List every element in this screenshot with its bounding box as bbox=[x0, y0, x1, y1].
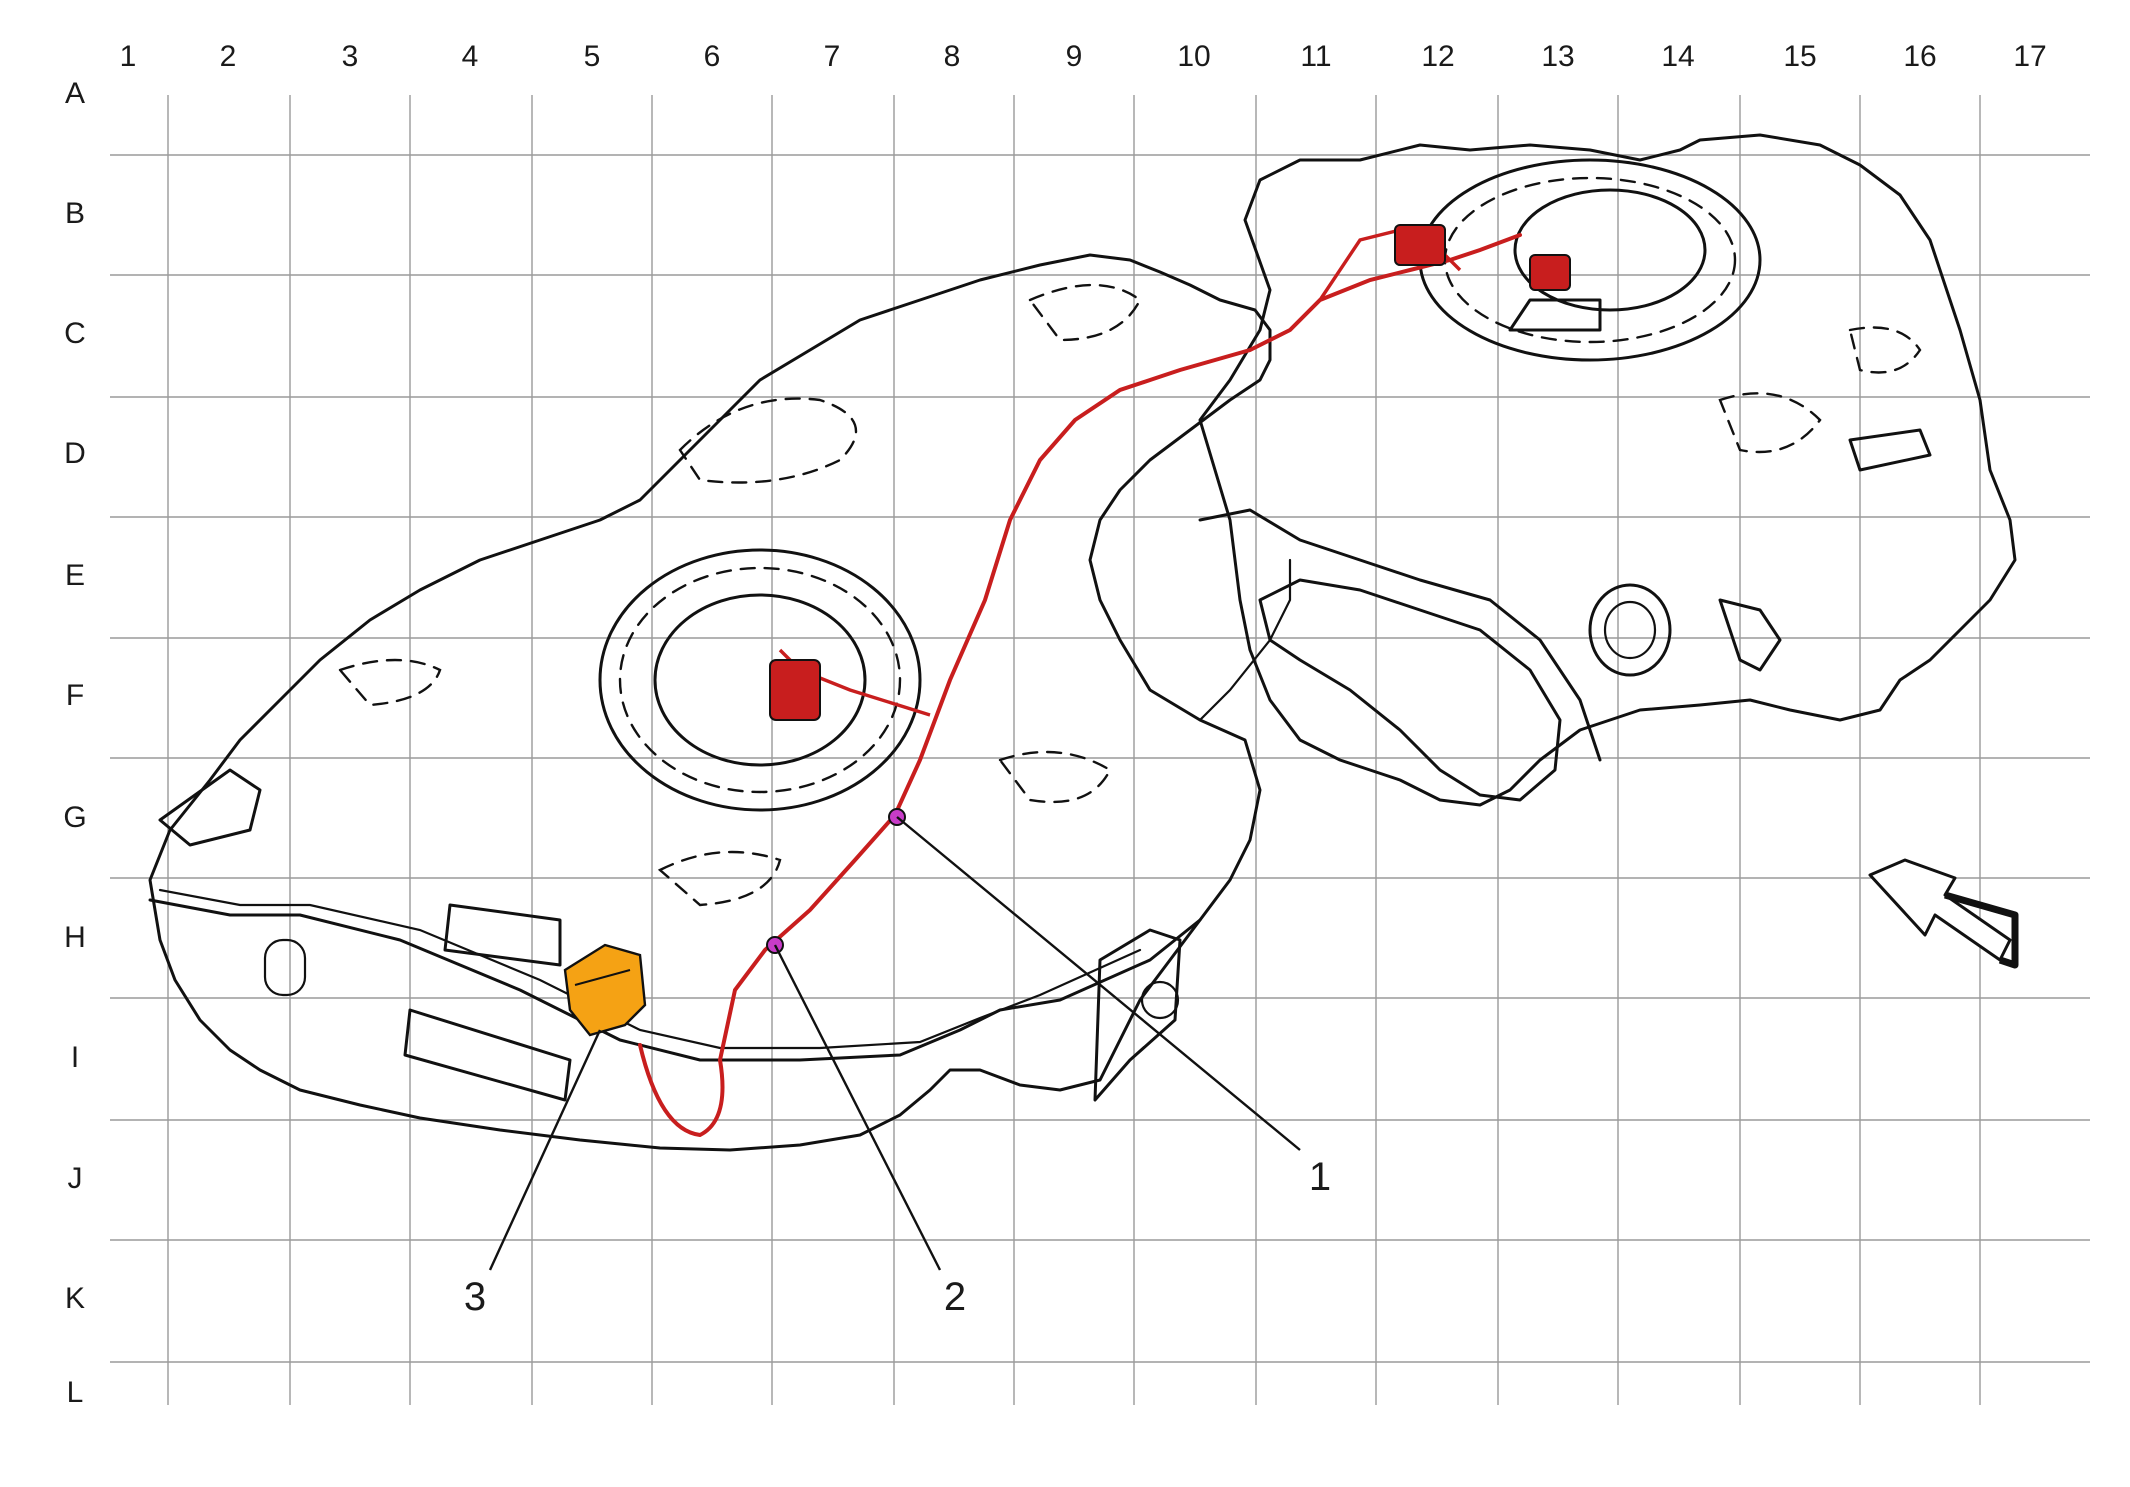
oval-mark bbox=[263, 938, 307, 997]
column-label: 6 bbox=[704, 40, 721, 73]
front-pump-connector bbox=[769, 659, 821, 721]
row-label: D bbox=[64, 437, 86, 470]
rear-harness-connector-a bbox=[1394, 224, 1446, 266]
row-label: F bbox=[66, 679, 84, 712]
connector-3 bbox=[563, 943, 647, 1037]
callout-leader-line bbox=[896, 816, 1301, 1151]
tank-strap-channel bbox=[1258, 578, 1562, 802]
wiring-harness bbox=[638, 224, 1571, 1138]
tank-main-body bbox=[148, 253, 1272, 1152]
row-label: K bbox=[65, 1282, 85, 1315]
tank-seam-upper bbox=[158, 888, 1142, 1050]
row-label: C bbox=[64, 317, 86, 350]
rear-nipple bbox=[1718, 598, 1782, 672]
column-label: 17 bbox=[2013, 40, 2046, 73]
label-plate-1 bbox=[443, 903, 562, 967]
column-label: 11 bbox=[1300, 40, 1331, 73]
rear-pump-ring-dash bbox=[1443, 176, 1737, 344]
recess-2 bbox=[1028, 283, 1142, 342]
tank-saddle-seam bbox=[1198, 508, 1602, 762]
column-label: 5 bbox=[584, 40, 601, 73]
front-pump-ring-inner bbox=[653, 593, 867, 767]
recess-3 bbox=[337, 658, 442, 707]
front-pump-ring-outer bbox=[598, 548, 922, 812]
column-label: 13 bbox=[1541, 40, 1574, 73]
column-label: 10 bbox=[1177, 40, 1210, 73]
column-label: 12 bbox=[1421, 40, 1454, 73]
recess-5 bbox=[998, 750, 1112, 804]
mount-tab-left bbox=[158, 768, 262, 847]
callout-number: 2 bbox=[944, 1275, 966, 1319]
row-label: J bbox=[68, 1162, 83, 1195]
column-label: 16 bbox=[1903, 40, 1936, 73]
forward-direction-arrow-icon bbox=[1868, 858, 2019, 969]
row-label: L bbox=[67, 1376, 84, 1409]
filler-neck bbox=[1588, 583, 1672, 677]
callout-number: 1 bbox=[1309, 1155, 1331, 1199]
column-label: 2 bbox=[220, 40, 237, 73]
tank-seam-lower bbox=[148, 898, 1202, 1062]
tank-saddle-edge bbox=[1198, 558, 1292, 722]
column-label: 14 bbox=[1661, 40, 1694, 73]
row-label: A bbox=[65, 77, 85, 110]
bracket-hole bbox=[1140, 980, 1180, 1020]
harness-main-run bbox=[638, 233, 1522, 1138]
column-label: 4 bbox=[462, 40, 479, 73]
callout-leader-line bbox=[773, 944, 942, 1271]
row-label: I bbox=[71, 1041, 79, 1074]
column-label: 15 bbox=[1783, 40, 1816, 73]
mount-bracket-lower bbox=[1093, 928, 1182, 1102]
label-plate-2 bbox=[403, 1008, 572, 1102]
front-pump-ring-dash bbox=[618, 566, 902, 794]
tank-rear-pump-housing bbox=[1198, 133, 2017, 807]
callout-leader-line bbox=[488, 1029, 602, 1271]
column-label: 9 bbox=[1066, 40, 1083, 73]
row-label: G bbox=[63, 801, 86, 834]
recess-1 bbox=[678, 397, 858, 484]
vent-tube bbox=[1508, 298, 1602, 332]
rear-pump-ring-inner bbox=[1513, 188, 1707, 312]
row-label: B bbox=[65, 197, 85, 230]
column-label: 1 bbox=[120, 40, 137, 73]
callout-number: 3 bbox=[464, 1275, 486, 1319]
label-plate-3 bbox=[1848, 428, 1932, 472]
row-label: H bbox=[64, 921, 86, 954]
recess-6 bbox=[1718, 392, 1822, 454]
filler-neck-inner bbox=[1603, 600, 1657, 660]
row-labels: A B C D E F G H I J K L bbox=[63, 77, 86, 1409]
row-label: E bbox=[65, 559, 85, 592]
column-label: 7 bbox=[824, 40, 841, 73]
column-label: 3 bbox=[342, 40, 359, 73]
grid-lines bbox=[110, 95, 2090, 1405]
column-label: 8 bbox=[944, 40, 961, 73]
recess-4 bbox=[657, 850, 782, 907]
callouts: 1 2 3 bbox=[464, 816, 1331, 1319]
recess-7 bbox=[1848, 326, 1922, 374]
rear-harness-connector-b bbox=[1529, 254, 1571, 291]
